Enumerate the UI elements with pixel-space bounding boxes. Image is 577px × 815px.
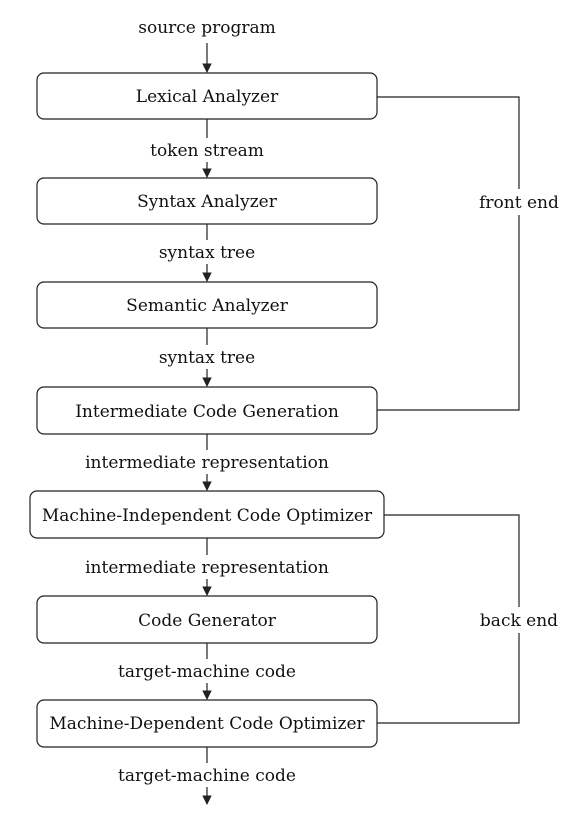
code-generator-box [36,595,378,644]
front-end-label: front end [479,193,559,213]
machine-dependent-code-optimizer-box [36,699,378,748]
semantic-analyzer-label: Semantic Analyzer [126,296,289,316]
machine-dependent-code-optimizer-label: Machine-Dependent Code Optimizer [49,714,365,734]
semantic-analyzer-box [36,281,378,329]
intermediate-representation-label-2: intermediate representation [85,558,329,578]
target-machine-code-label-2: target-machine code [118,766,296,786]
target-machine-code-label-1: target-machine code [118,662,296,682]
syntax-analyzer-label: Syntax Analyzer [137,192,278,212]
code-generator-label: Code Generator [138,611,277,631]
front-end-bracket [377,96,520,411]
lexical-analyzer-box [36,72,378,120]
token-stream-label: token stream [150,141,264,161]
intermediate-code-generation-label: Intermediate Code Generation [75,402,339,422]
syntax-analyzer-box [36,177,378,225]
syntax-tree-label-1: syntax tree [159,243,255,263]
lexical-analyzer-label: Lexical Analyzer [136,87,279,107]
machine-independent-code-optimizer-label: Machine-Independent Code Optimizer [42,506,373,526]
syntax-tree-label-2: syntax tree [159,348,255,368]
source-program-label: source program [138,18,276,38]
intermediate-code-generation-box [36,386,378,435]
intermediate-representation-label-1: intermediate representation [85,453,329,473]
machine-independent-code-optimizer-box [29,490,385,539]
back-end-label: back end [480,611,558,631]
